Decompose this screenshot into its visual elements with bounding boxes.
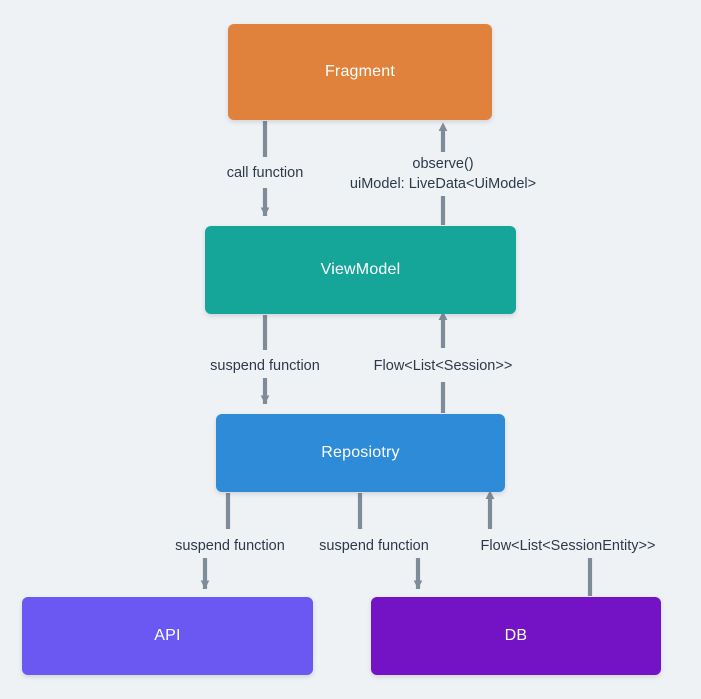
edge-label-flow-list-sessionentity: Flow<List<SessionEntity>> xyxy=(480,538,656,554)
node-viewmodel-label: ViewModel xyxy=(320,261,401,278)
node-repository[interactable]: Reposiotry xyxy=(216,414,505,492)
edge-label-observe-line2: uiModel: LiveData<UiModel> xyxy=(349,176,537,192)
node-api[interactable]: API xyxy=(22,597,313,675)
node-fragment[interactable]: Fragment xyxy=(228,24,492,120)
edge-label-db-suspend-function: suspend function xyxy=(319,538,429,554)
node-viewmodel[interactable]: ViewModel xyxy=(205,226,516,314)
node-fragment-label: Fragment xyxy=(324,63,396,80)
node-api-label: API xyxy=(154,627,181,644)
edge-label-flow-list-session: Flow<List<Session>> xyxy=(373,358,513,374)
edge-label-observe-livedata: observe() uiModel: LiveData<UiModel> xyxy=(333,154,553,194)
node-db[interactable]: DB xyxy=(371,597,661,675)
edge-label-call-function: call function xyxy=(226,165,304,181)
node-repository-label: Reposiotry xyxy=(321,444,400,461)
edge-label-observe-line1: observe() xyxy=(412,156,474,172)
edge-label-api-suspend-function: suspend function xyxy=(175,538,285,554)
node-db-label: DB xyxy=(504,627,528,644)
edge-label-viewmodel-suspend-function: suspend function xyxy=(210,358,320,374)
